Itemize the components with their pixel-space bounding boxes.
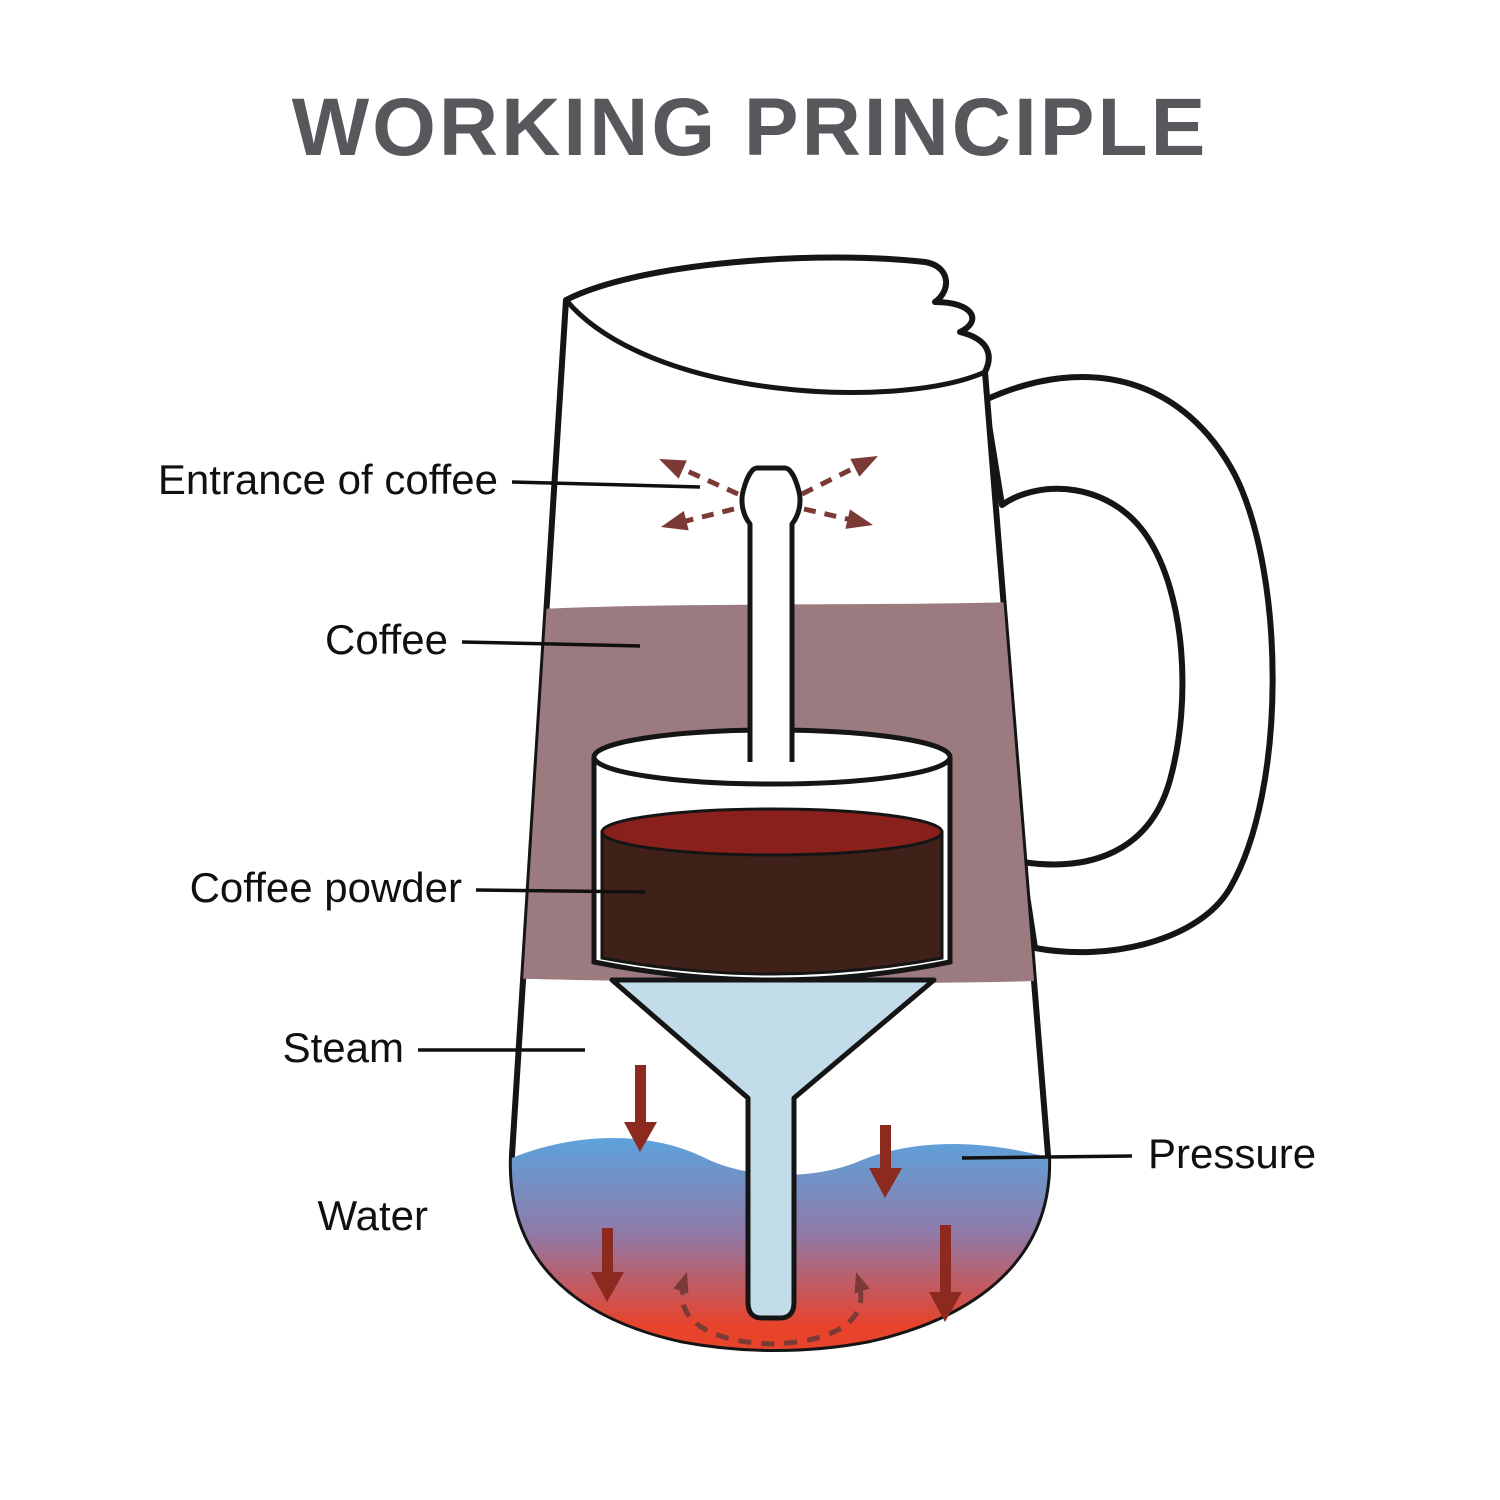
down-arrow-4-icon: [929, 1225, 962, 1322]
leader-pressure: [961, 1154, 1133, 1160]
label-steam: Steam: [283, 1024, 404, 1071]
leader-entrance-of-coffee: [511, 480, 701, 489]
pitcher-mouth-arc: [564, 298, 987, 395]
circulation-arrowhead-left-icon: [673, 1272, 689, 1294]
down-arrow-2-icon: [869, 1125, 902, 1198]
coffee-powder-body: [600, 830, 944, 976]
pitcher-handle: [982, 374, 1276, 956]
spray-arrow-lower-right: [803, 506, 857, 524]
spray-arrow-upper-left: [674, 463, 740, 497]
label-pressure: Pressure: [1148, 1130, 1316, 1177]
leader-coffee: [461, 640, 641, 648]
pressure-down-arrows: [591, 1065, 962, 1322]
down-arrow-1-icon: [624, 1065, 657, 1152]
spray-arrowhead-lower-left-icon: [661, 511, 689, 531]
spray-arrowhead-upper-left-icon: [659, 459, 687, 479]
down-arrow-3-icon: [591, 1228, 624, 1302]
page-title: WORKING PRINCIPLE: [292, 82, 1209, 173]
spray-arrowhead-lower-right-icon: [845, 509, 873, 529]
diagram-labels: Entrance of coffee Coffee Coffee powder …: [158, 456, 1316, 1239]
spray-arrow-lower-left: [677, 506, 735, 526]
spray-arrowhead-upper-right-icon: [850, 456, 878, 477]
circulation-arc-path: [680, 1281, 864, 1347]
leader-coffee-powder: [475, 888, 646, 894]
label-entrance-of-coffee: Entrance of coffee: [158, 456, 498, 503]
label-coffee: Coffee: [325, 616, 448, 663]
funnel: [609, 977, 937, 1321]
spray-arrow-upper-right: [800, 461, 864, 497]
leader-lines: [418, 480, 1133, 1160]
label-coffee-powder: Coffee powder: [190, 864, 462, 911]
coffee-powder-surface: [600, 807, 944, 857]
circulation-arc: [673, 1272, 870, 1347]
circulation-arrowhead-right-icon: [854, 1272, 870, 1294]
coffee-spray-arrows: [659, 456, 878, 531]
label-water: Water: [318, 1192, 428, 1239]
center-tube: [739, 465, 803, 762]
